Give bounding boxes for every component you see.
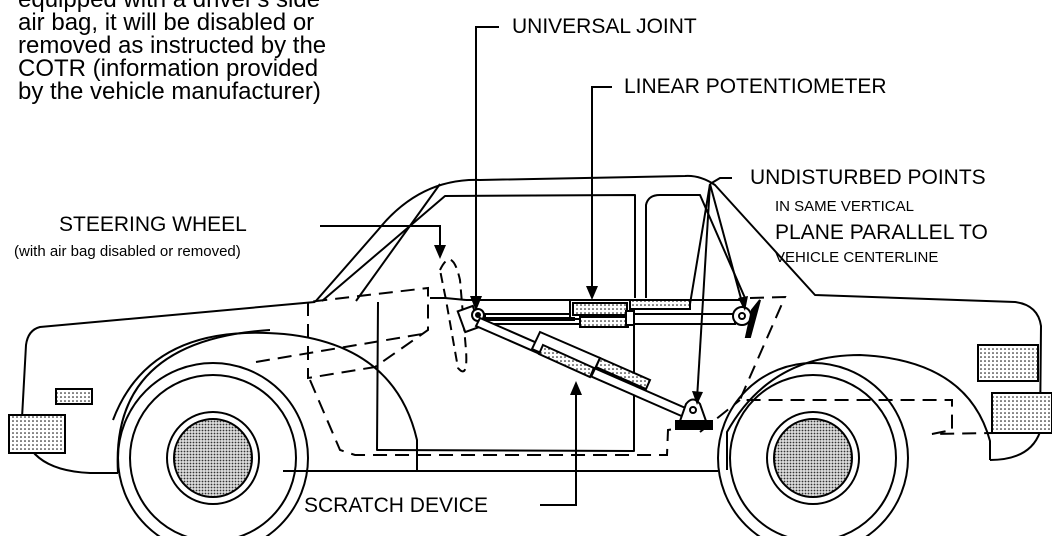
arrow-undisturbed-2 xyxy=(692,391,703,405)
airbag-note: equipped with a driver's side air bag, i… xyxy=(18,0,327,105)
label-undisturbed-points: UNDISTURBED POINTS xyxy=(750,166,986,189)
note-line-5: by the vehicle manufacturer) xyxy=(18,78,321,105)
rear-window xyxy=(645,194,746,299)
arrow-universal-joint xyxy=(470,296,482,311)
dashed-seat-outline xyxy=(307,286,429,380)
arrow-linear-potentiometer xyxy=(586,286,598,300)
label-universal-joint: UNIVERSAL JOINT xyxy=(512,15,697,38)
label-scratch-device: SCRATCH DEVICE xyxy=(304,494,488,517)
leader-undisturbed-2 xyxy=(696,183,711,400)
roof-rail-line xyxy=(430,297,467,301)
universal-joint-shape xyxy=(456,304,485,334)
front-bumper-light xyxy=(8,414,66,454)
leader-steering-wheel xyxy=(320,225,441,254)
dashed-dash-line xyxy=(255,332,429,363)
linear-potentiometer-assembly xyxy=(483,299,761,338)
rear-wheel xyxy=(717,362,909,536)
dashed-floor-line xyxy=(309,379,701,456)
arrow-undisturbed-1 xyxy=(738,296,748,311)
note-line-3: removed as instructed by the xyxy=(18,32,327,59)
rear-tail-light xyxy=(977,344,1039,382)
leader-undisturbed-3 xyxy=(689,183,711,305)
a-pillar xyxy=(321,194,636,302)
front-marker-light xyxy=(55,388,93,405)
label-undisturbed-sub1: IN SAME VERTICAL xyxy=(775,198,914,215)
leader-linear-potentiometer xyxy=(591,86,612,296)
note-line-4: COTR (information provided xyxy=(18,55,319,82)
steering-wheel-shape xyxy=(438,258,468,373)
leader-undisturbed-1 xyxy=(709,183,744,307)
note-line-1: equipped with a driver's side xyxy=(18,0,326,12)
front-wheel xyxy=(117,362,309,536)
dashed-rear-body xyxy=(738,295,996,435)
note-line-2: air bag, it will be disabled or xyxy=(18,9,315,36)
arrow-scratch-device xyxy=(570,381,582,395)
scratch-device-assembly xyxy=(474,316,713,430)
label-steering-wheel-sub: (with air bag disabled or removed) xyxy=(14,243,241,260)
label-undisturbed-sub3: VEHICLE CENTERLINE xyxy=(775,249,939,266)
leader-scratch-device xyxy=(540,386,577,506)
label-steering-wheel: STEERING WHEEL xyxy=(59,213,247,236)
label-linear-potentiometer: LINEAR POTENTIOMETER xyxy=(624,75,887,98)
label-undisturbed-sub2: PLANE PARALLEL TO xyxy=(775,221,988,244)
arrow-steering-wheel xyxy=(434,245,446,259)
leader-universal-joint xyxy=(475,26,499,306)
a-pillar-outer xyxy=(355,183,441,302)
rear-bumper-light xyxy=(991,392,1052,434)
leader-undisturbed-main xyxy=(709,177,732,185)
